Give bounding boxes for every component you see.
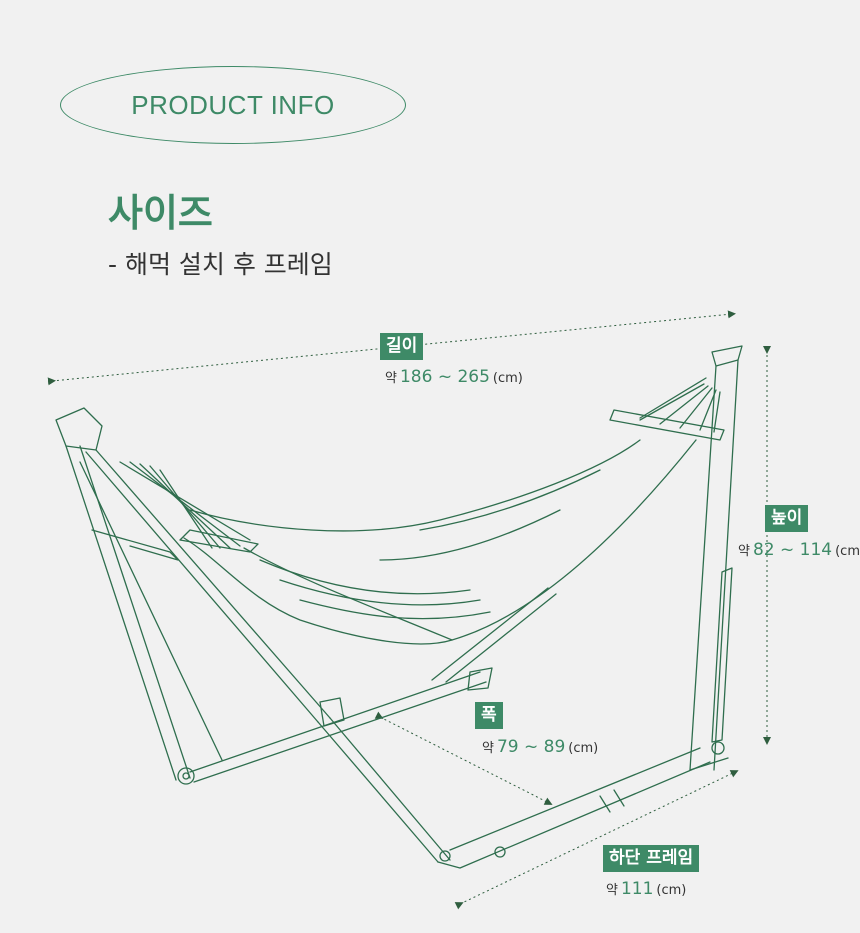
- width-arrow: [374, 711, 553, 805]
- height-label: 높이: [765, 505, 809, 532]
- length-value: 186 ~ 265: [399, 367, 490, 387]
- height-value: 82 ~ 114: [752, 540, 833, 560]
- base-arrow: [454, 770, 739, 910]
- length-unit: (cm): [492, 371, 523, 386]
- hammock-fabric: [183, 439, 697, 645]
- right-frame: [639, 345, 743, 771]
- length-label: 길이: [380, 333, 424, 360]
- width-unit: (cm): [568, 741, 599, 756]
- base-prefix: 약: [606, 883, 618, 898]
- product-info-badge: PRODUCT INFO: [60, 66, 406, 144]
- page-subtitle: - 해먹 설치 후 프레임: [108, 250, 333, 279]
- length-prefix: 약: [385, 371, 397, 386]
- width-value: 79 ~ 89: [496, 737, 566, 757]
- base-unit: (cm): [656, 883, 687, 898]
- height-prefix: 약: [738, 544, 750, 559]
- width-label: 폭: [475, 702, 503, 729]
- page-title: 사이즈: [108, 191, 213, 235]
- width-prefix: 약: [482, 741, 494, 756]
- height-measurement: 약82 ~ 114(cm): [738, 540, 860, 560]
- height-unit: (cm): [835, 544, 860, 559]
- base-value: 111: [620, 879, 654, 899]
- base-frame-label: 하단 프레임: [603, 845, 700, 872]
- left-frame: [55, 407, 331, 785]
- hammock-spreaders: [119, 383, 725, 553]
- base-frame: [189, 587, 711, 869]
